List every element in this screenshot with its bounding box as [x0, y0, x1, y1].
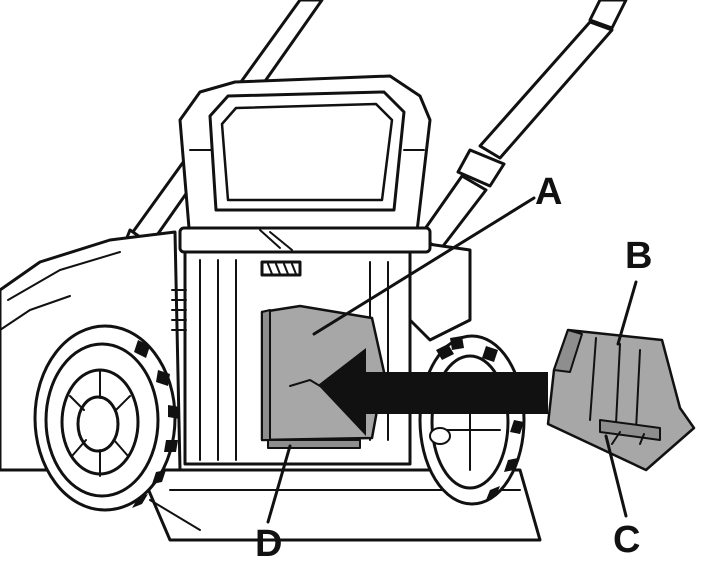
callout-b: B — [625, 235, 652, 277]
insert-direction-arrow — [318, 348, 548, 436]
leader-a — [312, 196, 536, 336]
leader-c — [604, 434, 628, 518]
bag-frame — [178, 74, 432, 254]
leader-d — [266, 444, 292, 524]
leader-b — [616, 280, 638, 346]
callout-c: C — [613, 519, 640, 561]
wheel-right — [418, 334, 526, 506]
callout-a: A — [535, 171, 562, 213]
handle-right — [418, 0, 628, 252]
leader-lines — [266, 196, 638, 524]
mulching-plug-part — [546, 328, 696, 472]
callout-d: D — [255, 523, 282, 561]
wheel-left — [33, 324, 180, 512]
